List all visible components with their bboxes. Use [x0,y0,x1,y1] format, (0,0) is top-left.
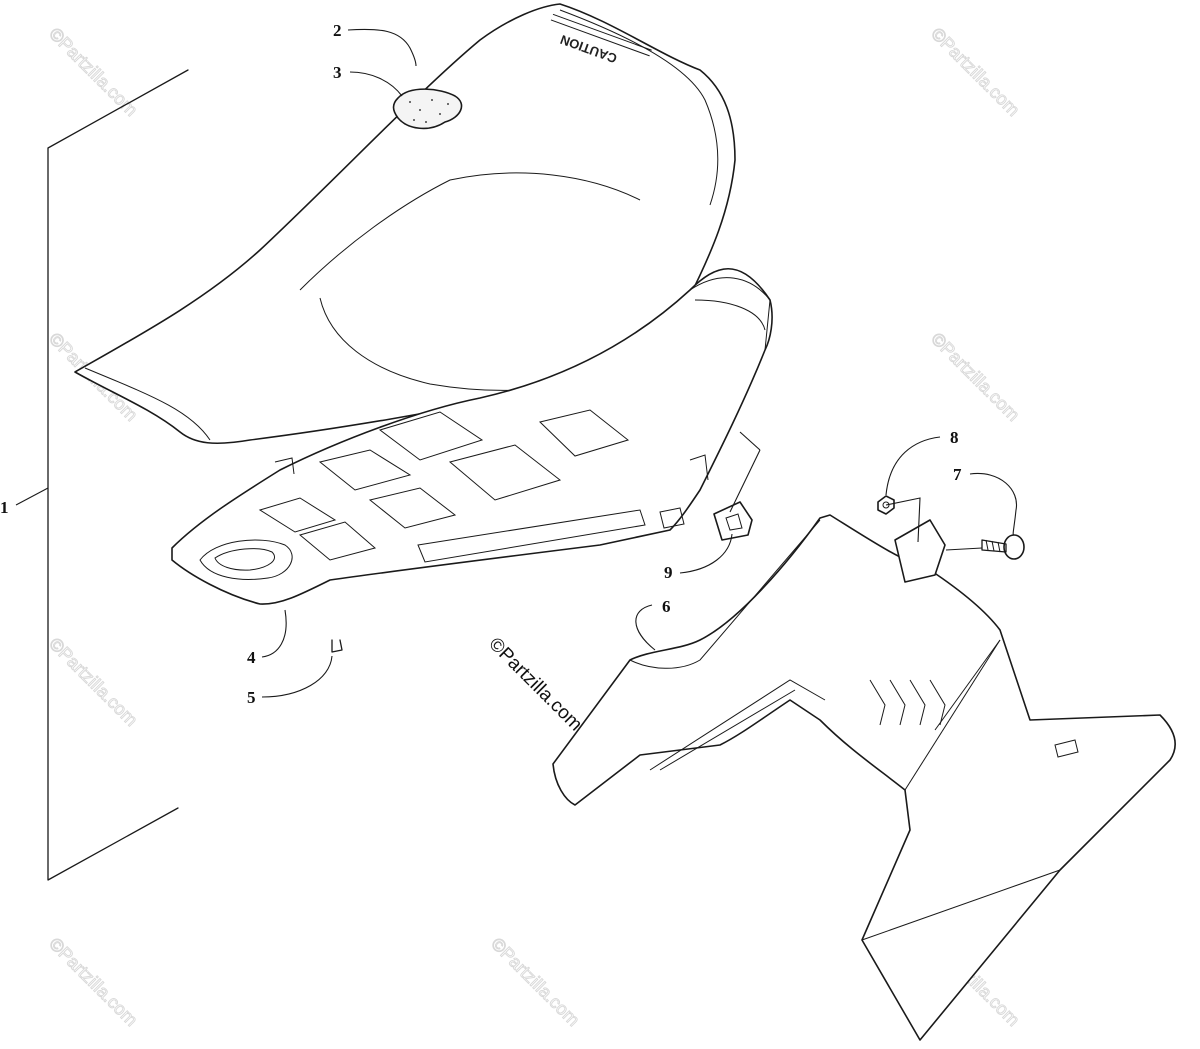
watermark: ©Partzilla.com [45,934,141,1030]
watermark: ©Partzilla.com [45,24,141,120]
callout-3: 3 [333,63,342,82]
watermark: ©Partzilla.com [45,634,141,730]
callout-5: 5 [247,688,256,707]
callout-8: 8 [950,428,959,447]
copyright-notice: ©Partzilla.com [484,634,586,736]
callout-1: 1 [0,498,9,517]
callouts: 1 2 3 4 5 6 7 8 9 [0,21,962,707]
seat-cushion: CAUTION [74,3,736,445]
callout-2: 2 [333,21,342,40]
watermark: ©Partzilla.com [487,934,583,1030]
assembly-bracket [47,69,189,881]
watermark: ©Partzilla.com [927,329,1023,425]
leader-lines [15,28,1018,698]
watermark: ©Partzilla.com [927,24,1023,120]
screw [981,534,1025,560]
callout-7: 7 [953,465,962,484]
latch [713,501,753,541]
clip [331,639,343,653]
callout-4: 4 [247,648,256,667]
callout-6: 6 [662,597,671,616]
rear-fender [552,514,1176,1041]
seat-base-pan [171,268,773,605]
callout-9: 9 [664,563,673,582]
foam-patch [392,88,463,130]
